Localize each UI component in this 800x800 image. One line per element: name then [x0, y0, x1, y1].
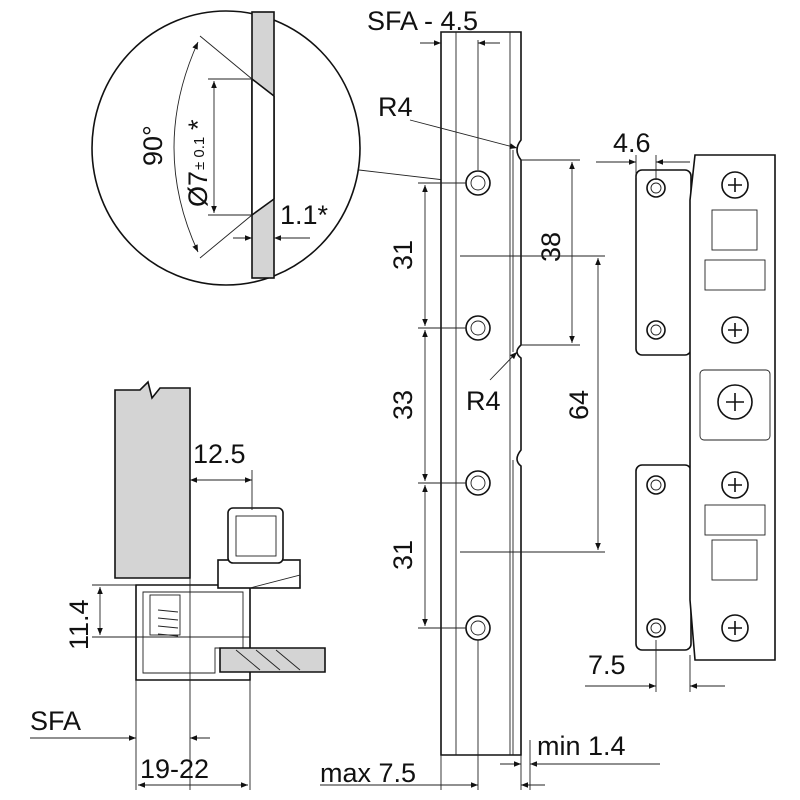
- screw-icons: [717, 171, 753, 642]
- rail-holes: [465, 170, 491, 641]
- rail-hole: [465, 315, 491, 341]
- bracket-offset-top-label: 4.6: [613, 128, 651, 158]
- min-label: min 1.4: [537, 731, 626, 761]
- hole-detail-view: 90° Ø7 ± 0.1 * 1.1*: [91, 10, 471, 286]
- rail-hole: [465, 470, 491, 496]
- detail-circle: [91, 10, 361, 286]
- spacing-2-label: 33: [388, 390, 418, 420]
- section-view: 12.5 11.4 SFA 19-22: [30, 380, 326, 790]
- mounting-rail: SFA - 4.5 R4 R4 31 33 31 38 64 min 1.4 m…: [320, 6, 660, 790]
- bracket-offset-bottom-label: 7.5: [588, 650, 626, 680]
- spacing-1-label: 31: [388, 240, 418, 270]
- slot-spacing-label: 64: [564, 390, 594, 420]
- thickness-label: 1.1*: [280, 200, 329, 230]
- radius-bottom-label: R4: [466, 386, 501, 416]
- cabinet-panel: [114, 380, 191, 579]
- diameter-label: Ø7: [183, 171, 213, 207]
- rail-body: [440, 31, 522, 756]
- sfa-label: SFA: [30, 706, 81, 736]
- diameter-tolerance: ± 0.1: [191, 137, 208, 170]
- angle-label: 90°: [138, 125, 168, 166]
- hinge-bracket: 4.6 7.5: [585, 128, 776, 692]
- rail-hole: [465, 170, 491, 196]
- max-label: max 7.5: [320, 758, 416, 788]
- rail-hole: [465, 615, 491, 641]
- height-11-4-label: 11.4: [64, 599, 94, 650]
- radius-top-label: R4: [378, 92, 413, 122]
- diameter-star: *: [183, 119, 213, 130]
- hinge-clip: [227, 507, 284, 564]
- sfa-offset-label: SFA - 4.5: [367, 6, 478, 36]
- width-12-5-label: 12.5: [193, 439, 246, 469]
- spacing-3-label: 31: [388, 540, 418, 570]
- slot-length-label: 38: [536, 232, 566, 262]
- angle-arc: [173, 41, 199, 253]
- countersink-line-bottom: [199, 214, 253, 259]
- drawer-side-board: [219, 647, 326, 673]
- countersink-line-top: [199, 35, 253, 80]
- range-label: 19-22: [140, 754, 209, 784]
